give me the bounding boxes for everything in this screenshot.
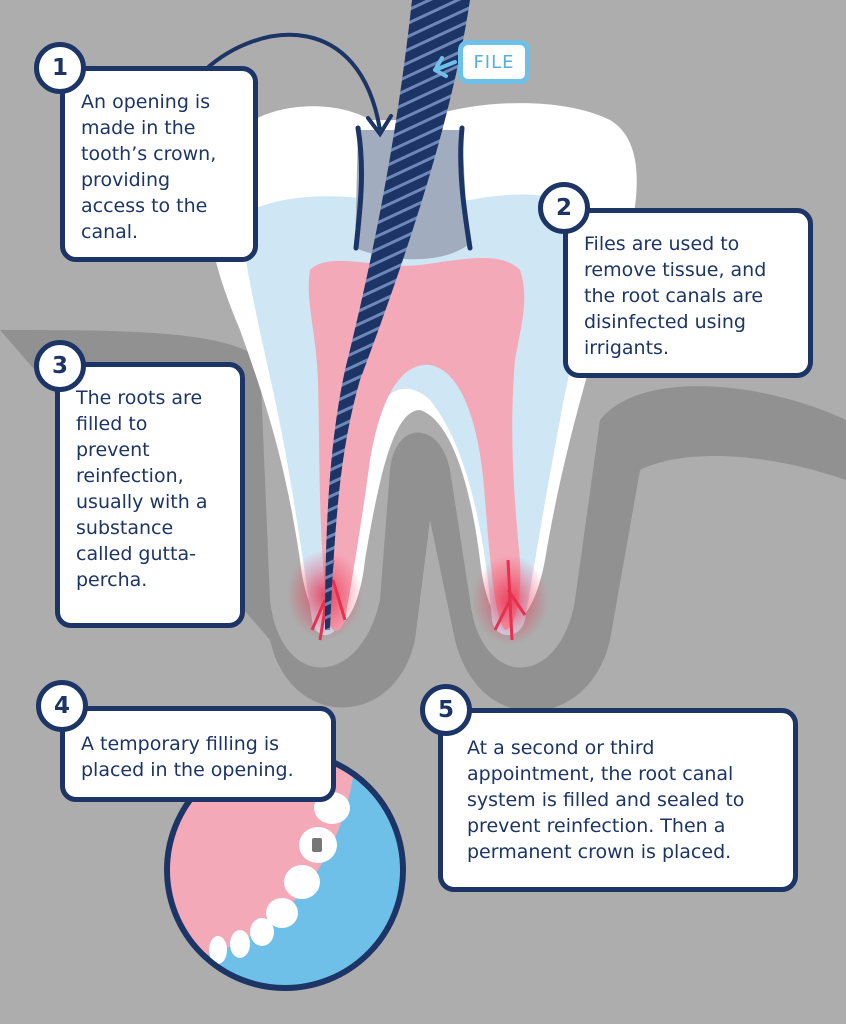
step-5-card: At a second or third appointment, the ro… (438, 708, 798, 892)
step-2-card: Files are used to remove tissue, and the… (563, 208, 813, 378)
step-4-card: A temporary filling is placed in the ope… (60, 706, 336, 802)
step-1-badge: 1 (34, 42, 86, 94)
file-arrow-icon (433, 56, 457, 78)
step-3-badge: 3 (34, 340, 86, 392)
mouth-illustration (164, 749, 406, 991)
infection-glow-left (287, 550, 363, 640)
step-1-card: An opening is made in the tooth’s crown,… (60, 66, 258, 262)
arrow-icon (203, 32, 382, 131)
step-5-text: At a second or third appointment, the ro… (467, 737, 745, 863)
step-4-badge: 4 (36, 680, 88, 732)
root-nerves (310, 559, 527, 641)
step-3-card: The roots are filled to prevent reinfect… (55, 362, 245, 628)
step-5-badge: 5 (420, 684, 472, 736)
step-1-text: An opening is made in the tooth’s crown,… (81, 91, 217, 243)
step-4-text: A temporary filling is placed in the ope… (81, 733, 294, 781)
temporary-filling (312, 838, 322, 852)
step-2-badge: 2 (538, 182, 590, 234)
step-2-text: Files are used to remove tissue, and the… (584, 233, 767, 359)
file-label: FILE (458, 40, 530, 84)
file-instrument (325, 0, 470, 630)
step-3-text: The roots are filled to prevent reinfect… (76, 387, 208, 591)
